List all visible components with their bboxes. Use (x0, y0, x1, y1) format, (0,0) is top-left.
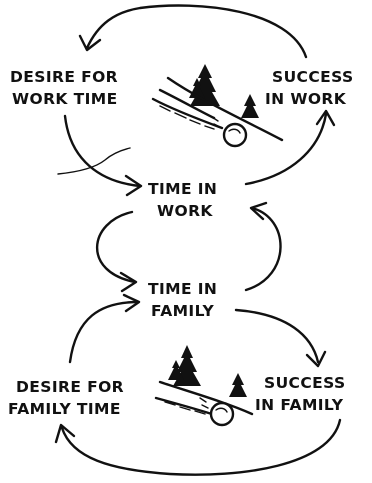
node-line: FAMILY TIME (8, 400, 121, 418)
node-line: TIME IN (148, 280, 217, 298)
arrow-time-family-to-time-work (246, 203, 281, 290)
node-line: DESIRE FOR (16, 378, 124, 396)
node-line: TIME IN (148, 180, 217, 198)
node-success-in-family: SUCCESS IN FAMILY (255, 374, 346, 414)
snowball-rolling-downhill-icon (156, 345, 252, 425)
node-desire-for-family-time: DESIRE FOR FAMILY TIME (8, 378, 124, 418)
arrow-desire-family-to-time-family (70, 295, 139, 362)
node-line: SUCCESS (264, 374, 346, 392)
node-line: SUCCESS (272, 68, 354, 86)
node-time-in-work: TIME IN WORK (148, 180, 217, 220)
snowball-rolling-downhill-icon (153, 64, 282, 146)
arrow-time-work-to-success-work (246, 111, 334, 184)
arrow-desire-work-to-time-work (65, 116, 141, 195)
node-line: WORK (157, 202, 213, 220)
arrow-success-work-to-desire-work (80, 6, 306, 57)
node-line: IN WORK (265, 90, 347, 108)
arrow-success-family-to-desire-family (56, 420, 340, 475)
arrow-time-work-to-time-family (97, 212, 136, 291)
node-line: IN FAMILY (255, 396, 344, 414)
node-line: FAMILY (151, 302, 214, 320)
node-desire-for-work-time: DESIRE FOR WORK TIME (10, 68, 118, 108)
node-time-in-family: TIME IN FAMILY (148, 280, 217, 320)
node-line: WORK TIME (12, 90, 118, 108)
arrow-time-family-to-success-family (236, 310, 325, 366)
node-line: DESIRE FOR (10, 68, 118, 86)
node-success-in-work: SUCCESS IN WORK (265, 68, 354, 108)
